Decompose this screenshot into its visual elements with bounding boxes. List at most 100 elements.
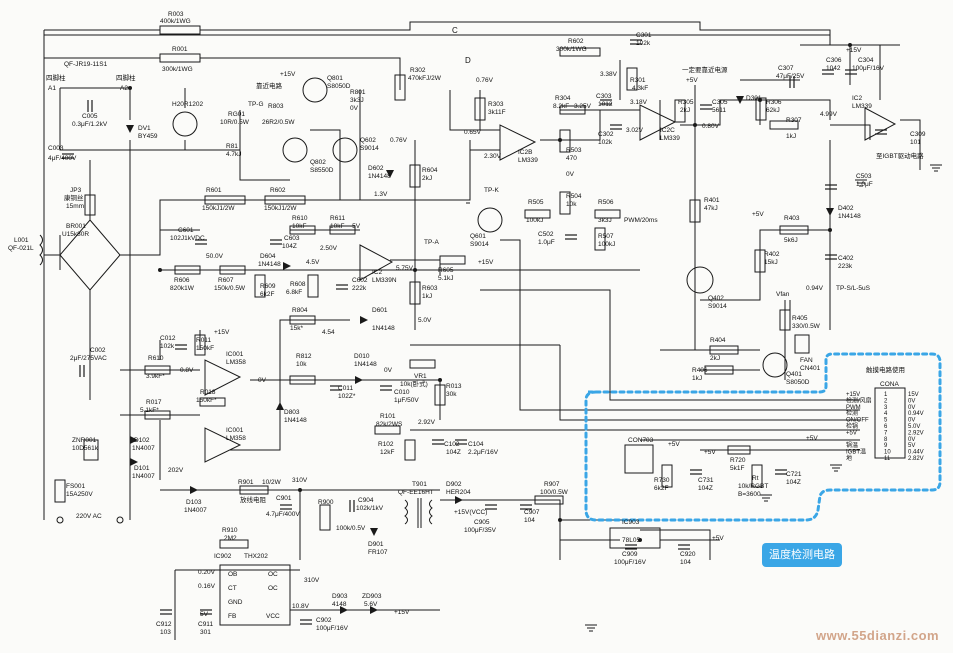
- label-t901: T901: [412, 481, 427, 488]
- label-c502-value: 1.0μF: [538, 239, 555, 246]
- transistor-q801: [302, 77, 328, 103]
- label-q802: Q802: [310, 159, 326, 166]
- label-d902-value: HER204: [446, 489, 471, 496]
- diode-d902: [455, 496, 463, 504]
- label-r304: R304: [555, 95, 571, 102]
- label-v08: 0.8V: [180, 367, 194, 374]
- transistor-q401: [762, 352, 788, 378]
- label-vcc: +15V(VCC): [454, 509, 487, 516]
- label-r504-value: 10k: [566, 201, 577, 208]
- label-r013-value: 30k: [446, 391, 457, 398]
- label-q402-value: S9014: [708, 303, 727, 310]
- diode-d601: [360, 316, 368, 324]
- label-node-c: C: [452, 26, 458, 35]
- resistor-r001: [159, 53, 201, 63]
- label-r003: R003: [168, 11, 184, 18]
- label-ac: 220V AC: [76, 513, 102, 520]
- cona-pin-name-6: 检锅: [846, 422, 858, 430]
- label-r405: R405: [792, 315, 808, 322]
- resistor-r907: [534, 495, 564, 505]
- resistor-r102: [404, 439, 416, 461]
- diode-d803: [276, 402, 284, 410]
- label-rg01: RG01: [228, 111, 245, 118]
- label-c909: C909: [622, 551, 638, 558]
- label-v016: 0.16V: [198, 583, 216, 590]
- label-r303: R303: [488, 101, 504, 108]
- label-r018-value: 150kF*: [196, 397, 217, 404]
- label-v575: 5.75V: [396, 265, 414, 272]
- label-v0-ic001: 0V: [258, 377, 267, 384]
- label-ic2a: IC2: [372, 269, 383, 276]
- label-q601: Q601: [470, 233, 486, 240]
- label-r803: R803: [268, 103, 284, 110]
- capacitors: [62, 39, 887, 625]
- label-zd903-value: 5.6V: [364, 601, 378, 608]
- label-r303-value: 3k11F: [488, 109, 506, 116]
- cona-pin-name-7: +5V: [846, 430, 857, 436]
- label-pin-oc1: OC: [268, 571, 278, 578]
- label-c011: C011: [338, 385, 353, 392]
- label-v108: 10.8V: [292, 603, 310, 610]
- shunt-jp3: [84, 194, 96, 216]
- label-v310: 310V: [292, 477, 308, 484]
- varistor-znr001: [83, 439, 99, 461]
- diode-d903: [340, 606, 348, 614]
- resistor-vr1: [409, 359, 436, 369]
- label-r604-value: 2kJ: [422, 175, 432, 182]
- text-labels: R003 400k/1WG R001 300k/1WG C D QF-JR19-…: [8, 11, 926, 636]
- wires: [43, 21, 921, 640]
- label-coil-a1-cn: 四脚柱: [46, 73, 66, 82]
- label-r720: R720: [730, 457, 746, 464]
- cona-pin-number-8: 8: [884, 437, 888, 443]
- resistor-r910: [219, 539, 249, 549]
- resistor-r405: [779, 309, 791, 331]
- label-r910-value: 2M2: [224, 535, 237, 542]
- label-fan: FAN: [800, 357, 813, 364]
- resistor-r101: [374, 425, 401, 435]
- label-ic001b-value: LM358: [226, 435, 246, 442]
- label-c104-value: 2.2μF/16V: [468, 449, 499, 456]
- opamp-ic001a: [204, 359, 242, 396]
- opamp-ic2b: [499, 124, 537, 161]
- cona-pin-voltage-4: 0.94V: [908, 411, 924, 417]
- label-v500: 50.0V: [206, 253, 224, 260]
- label-ic903-value: 78L05: [622, 537, 640, 544]
- label-r301: R301: [630, 77, 646, 84]
- label-r305: R305: [678, 99, 694, 106]
- inductor-l001: [39, 234, 43, 266]
- label-v499: 4.99V: [820, 111, 838, 118]
- label-r101-value: 82k/2WS: [376, 421, 403, 428]
- label-r602: R602: [568, 38, 584, 45]
- label-d604-value: 1N4148: [258, 261, 281, 268]
- label-c402-value: 223k: [838, 263, 853, 270]
- label-r307-value: 1kJ: [786, 133, 796, 140]
- label-r609-value: 6k2F: [260, 291, 274, 298]
- label-d903: D903: [332, 593, 348, 600]
- label-ic001: IC001: [226, 351, 244, 358]
- resistor-r403: [779, 225, 809, 235]
- label-znr-value: 10D561k: [72, 445, 99, 452]
- resistors: [144, 25, 809, 549]
- label-v310b: 310V: [304, 577, 320, 584]
- resistor-r602: [559, 47, 601, 57]
- label-r900: R900: [318, 499, 334, 506]
- label-v020: 0.20V: [198, 569, 216, 576]
- label-r401-value: 47kJ: [704, 205, 718, 212]
- label-br001-value: U15k80R: [62, 231, 89, 238]
- label-note-drive: 至IGBT驱动电路: [876, 151, 924, 160]
- label-pin-gnd: GND: [228, 599, 243, 606]
- transistor-q602: [332, 137, 358, 163]
- label-r307: R307: [786, 117, 802, 124]
- label-fs001-value: 15A250V: [66, 491, 93, 498]
- resistor-r011: [194, 334, 206, 356]
- label-v13: 1.3V: [374, 191, 388, 198]
- cona-pin-name-4: 检测: [846, 409, 858, 417]
- label-v076b: 0.76V: [390, 137, 408, 144]
- label-q802-value: S8550D: [310, 167, 334, 174]
- label-jp3-length: 15mm: [66, 203, 84, 210]
- label-r011: R011: [196, 337, 211, 344]
- label-d101-value: 1N4007: [132, 473, 155, 480]
- label-c905: C905: [474, 519, 490, 526]
- ac-terminal-left: [56, 516, 64, 524]
